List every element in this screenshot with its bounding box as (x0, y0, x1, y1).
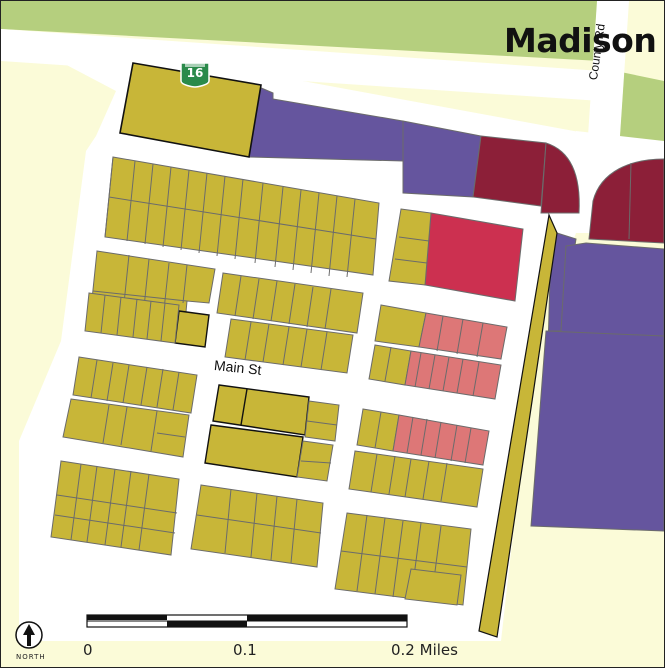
top-road (1, 29, 601, 101)
parcel-purple-divider (545, 330, 664, 337)
scale-label-0: 0 (83, 641, 93, 659)
parcel-purple-east[interactable] (530, 242, 664, 532)
parcel-maroon-2[interactable] (540, 142, 580, 214)
route-shield (180, 62, 210, 88)
parcel-maroon-1[interactable] (472, 135, 547, 207)
scale-label-2: 0.2 Miles (391, 641, 458, 659)
block-row-3-mid[interactable] (204, 384, 310, 478)
block-row-4-mid[interactable] (190, 484, 324, 568)
green-strip-west (1, 1, 601, 61)
block-row-2-west-b[interactable] (84, 292, 180, 344)
route-shield-number: 16 (186, 66, 204, 80)
block-row-4-east[interactable] (334, 512, 472, 606)
green-strip-east (611, 71, 664, 151)
block-east-3[interactable] (348, 408, 490, 508)
parcel-olive-large[interactable] (119, 62, 262, 158)
parcel-olive-strip[interactable] (478, 212, 558, 638)
north-label: NORTH (16, 653, 46, 661)
block-row-1[interactable] (104, 156, 380, 278)
parcel-maroon-divider (628, 162, 632, 240)
block-row-4-west[interactable] (50, 460, 180, 556)
block-row-2-mid[interactable] (216, 272, 364, 374)
block-east-2[interactable] (368, 304, 508, 400)
north-arrow-icon (15, 621, 43, 649)
town-name-label: Madison (504, 21, 657, 60)
block-row-3-west[interactable] (62, 356, 198, 458)
scale-label-1: 0.1 (233, 641, 257, 659)
block-east-1[interactable] (388, 208, 432, 286)
parcel-olive-highlight[interactable] (174, 310, 210, 348)
scale-bar (86, 614, 408, 628)
county-road (587, 1, 629, 151)
parcel-maroon-3[interactable] (588, 158, 664, 244)
block-row-3-mid-east[interactable] (296, 400, 340, 482)
east-road (576, 131, 664, 161)
parcel-crimson[interactable] (424, 212, 524, 302)
